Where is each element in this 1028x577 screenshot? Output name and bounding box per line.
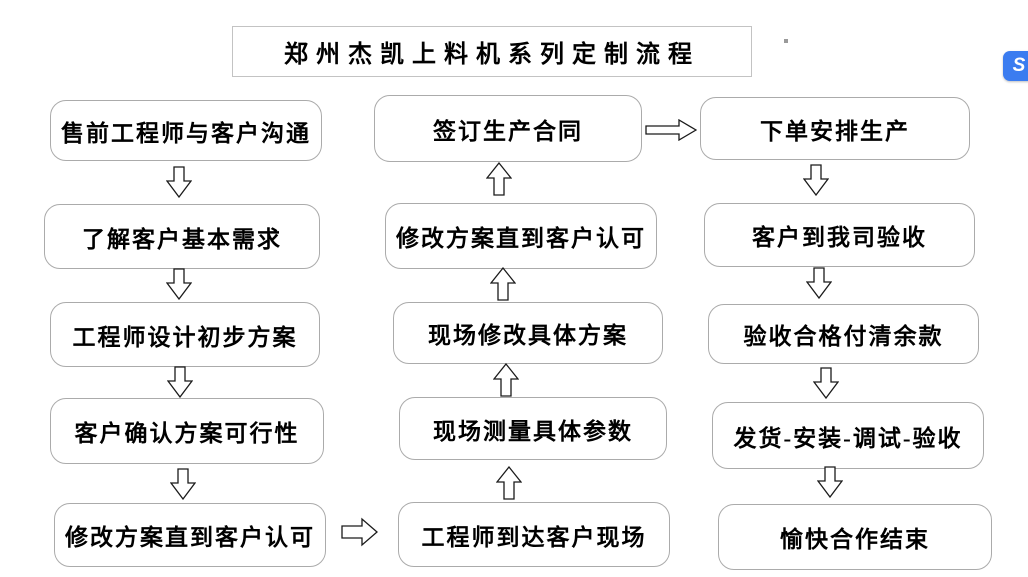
diagram-title: 郑州杰凯上料机系列定制流程 — [232, 26, 752, 77]
flow-node-middle-4: 现场测量具体参数 — [399, 397, 667, 460]
flow-node-middle-3: 现场修改具体方案 — [393, 302, 663, 364]
arrow-right-icon — [341, 517, 378, 547]
flow-node-left-2: 了解客户基本需求 — [44, 204, 320, 269]
s-logo-glyph: S — [1012, 55, 1026, 76]
arrow-right-icon — [645, 119, 697, 141]
arrow-up-icon — [490, 267, 516, 301]
flow-node-right-5: 愉快合作结束 — [718, 504, 992, 570]
arrow-up-icon — [496, 466, 522, 500]
arrow-down-icon — [803, 164, 829, 196]
flow-node-left-3: 工程师设计初步方案 — [50, 302, 320, 367]
flow-node-right-2: 客户到我司验收 — [704, 203, 975, 267]
arrow-down-icon — [817, 466, 843, 498]
flow-node-right-3: 验收合格付清余款 — [708, 304, 979, 364]
arrow-down-icon — [813, 367, 839, 399]
flow-node-right-1: 下单安排生产 — [700, 97, 970, 160]
arrow-up-icon — [493, 363, 519, 397]
arrow-down-icon — [806, 267, 832, 299]
flow-node-left-5: 修改方案直到客户认可 — [54, 503, 326, 567]
flow-node-left-4: 客户确认方案可行性 — [50, 398, 324, 464]
flow-node-left-1: 售前工程师与客户沟通 — [50, 100, 322, 161]
flow-node-middle-5: 工程师到达客户现场 — [398, 502, 670, 567]
s-logo-icon[interactable]: S — [1003, 51, 1028, 81]
flow-node-right-4: 发货-安装-调试-验收 — [712, 402, 984, 469]
stray-dot — [784, 39, 788, 43]
arrow-down-icon — [166, 166, 192, 198]
flow-node-middle-1: 签订生产合同 — [374, 95, 642, 162]
arrow-down-icon — [166, 268, 192, 300]
arrow-down-icon — [170, 468, 196, 500]
arrow-up-icon — [486, 162, 512, 196]
flow-node-middle-2: 修改方案直到客户认可 — [385, 203, 657, 269]
arrow-down-icon — [167, 366, 193, 398]
